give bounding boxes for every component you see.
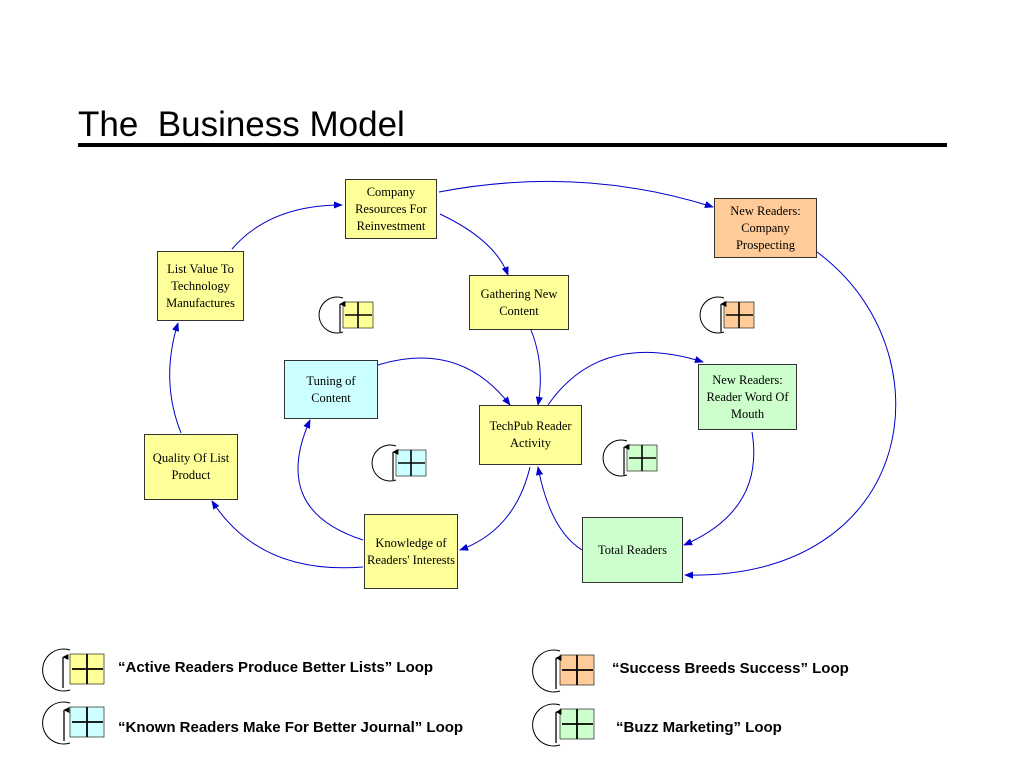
node-list-value: List Value To Technology Manufactures (157, 251, 244, 321)
loop-indicator-yellow (318, 296, 374, 334)
arrow-company-to-gathering (439, 213, 509, 276)
legend-icon-yellow (42, 648, 105, 692)
arrow-company-to-prospecting (438, 180, 714, 208)
node-knowledge-interests: Knowledge of Readers' Interests (364, 514, 458, 589)
legend-icon-cyan (42, 701, 105, 745)
slide-title: The Business Model (78, 105, 405, 144)
arrow-list-value-to-company (231, 201, 343, 250)
arrow-knowledge-to-quality (211, 500, 364, 569)
arrow-prospecting-to-total (684, 251, 897, 579)
arrow-quality-to-list-value (169, 322, 182, 434)
node-new-readers-prospecting: New Readers: Company Prospecting (714, 198, 817, 258)
node-techpub-activity: TechPub Reader Activity (479, 405, 582, 465)
arrow-knowledge-to-tuning (297, 419, 364, 541)
legend-label: “Success Breeds Success” Loop (612, 659, 849, 677)
node-new-readers-wom: New Readers: Reader Word Of Mouth (698, 364, 797, 430)
arrow-gathering-to-techpub (530, 329, 543, 406)
title-underline (78, 143, 947, 147)
legend-icon-orange (532, 649, 595, 693)
node-quality-list: Quality Of List Product (144, 434, 238, 500)
node-tuning-content: Tuning of Content (284, 360, 378, 419)
arrow-total-to-techpub (535, 466, 583, 551)
legend-item-success-breeds: “Success Breeds Success” Loop (598, 646, 849, 690)
legend-item-known-readers: “Known Readers Make For Better Journal” … (104, 705, 463, 749)
loop-indicator-orange (699, 296, 755, 334)
legend-label: “Active Readers Produce Better Lists” Lo… (118, 658, 434, 676)
arrow-wom-to-total (683, 431, 755, 546)
legend-label: “Buzz Marketing” Loop (616, 718, 782, 736)
legend-icon-green (532, 703, 595, 747)
node-company-resources: Company Resources For Reinvestment (345, 179, 437, 239)
loop-indicator-cyan (371, 444, 427, 482)
node-total-readers: Total Readers (582, 517, 683, 583)
legend-label: “Known Readers Make For Better Journal” … (118, 718, 464, 736)
arrow-techpub-to-wom (547, 351, 704, 406)
legend-item-active-readers: “Active Readers Produce Better Lists” Lo… (104, 645, 433, 689)
node-gathering-content: Gathering New Content (469, 275, 569, 330)
arrow-techpub-to-knowledge (459, 466, 531, 551)
legend-item-buzz-marketing: “Buzz Marketing” Loop (602, 705, 782, 749)
arrow-tuning-to-techpub (377, 357, 511, 406)
loop-indicator-green (602, 439, 658, 477)
